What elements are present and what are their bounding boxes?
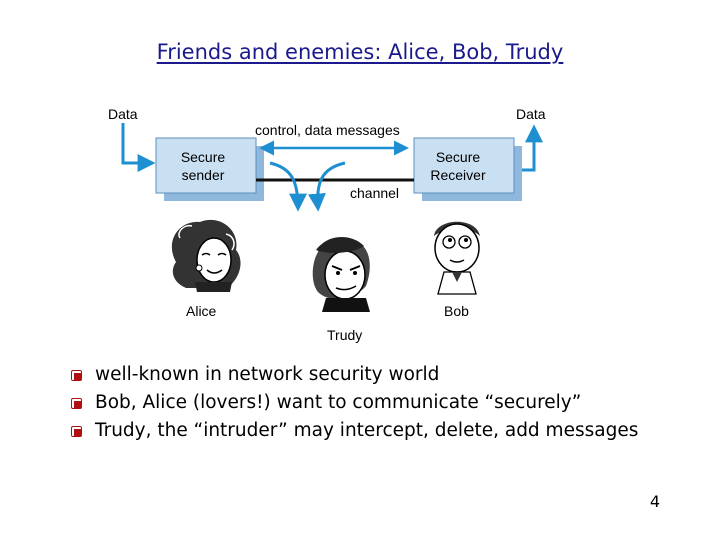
bullet-item: Bob, Alice (lovers!) want to communicate…: [70, 389, 638, 417]
receiver-line1: Secure: [436, 149, 481, 165]
receiver-line2: Receiver: [430, 167, 486, 183]
bullet-text: well-known in network security world: [95, 364, 440, 385]
sender-line2: sender: [182, 167, 225, 183]
bullet-item: Trudy, the “intruder” may intercept, del…: [70, 417, 638, 445]
bullet-list: well-known in network security world Bob…: [70, 361, 638, 445]
data-left-label: Data: [108, 106, 138, 122]
channel-label: channel: [350, 185, 399, 201]
secure-receiver-box: Secure Receiver: [413, 137, 522, 201]
intercept-arrow-left: [269, 161, 307, 212]
sender-line1: Secure: [181, 149, 226, 165]
data-right-label: Data: [516, 106, 546, 122]
bullet-icon: [70, 369, 83, 382]
secure-sender-box: Secure sender: [155, 137, 264, 201]
bob-figure: [434, 221, 480, 295]
alice-label: Alice: [186, 303, 217, 319]
intercept-arrow-right: [307, 161, 346, 212]
trudy-figure: [312, 237, 370, 312]
trudy-label: Trudy: [327, 327, 362, 343]
slide-title: Friends and enemies: Alice, Bob, Trudy: [156, 40, 564, 64]
bullet-icon: [70, 425, 83, 438]
bullet-icon: [70, 397, 83, 410]
bullet-item: well-known in network security world: [70, 361, 638, 389]
alice-figure: [171, 219, 241, 292]
control-messages-label: control, data messages: [255, 122, 400, 138]
bullet-text: Trudy, the “intruder” may intercept, del…: [95, 420, 639, 441]
data-in-arrow: [121, 123, 156, 172]
page-number: 4: [649, 492, 660, 511]
bullet-text: Bob, Alice (lovers!) want to communicate…: [95, 392, 582, 413]
bob-label: Bob: [444, 303, 469, 319]
